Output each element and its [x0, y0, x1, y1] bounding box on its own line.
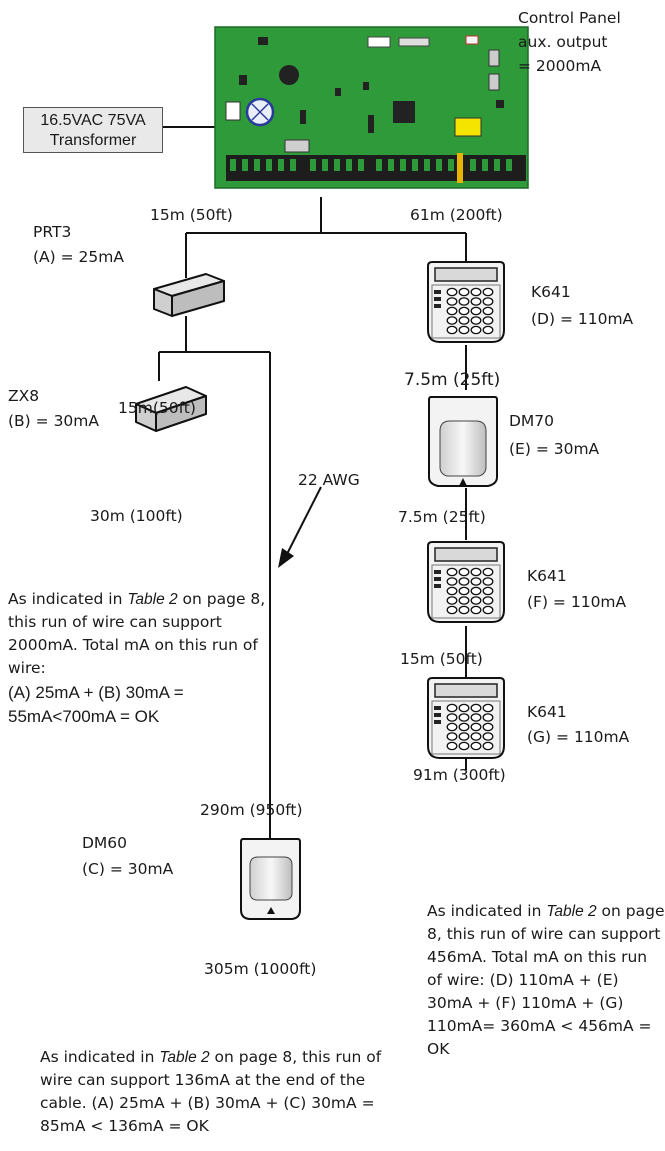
- note-left-bottom-post: on page 8, this run of wire can support …: [40, 1048, 382, 1135]
- note-left-mid-post: on page 8, this run of wire can support …: [8, 590, 266, 677]
- wire-label-dm70-k641: 7.5m (25ft): [398, 508, 486, 526]
- dm70-current: (E) = 30mA: [509, 440, 600, 458]
- dm70-name: DM70: [509, 412, 555, 430]
- wire-lines: [158, 126, 467, 838]
- note-left-mid: As indicated in Table 2 on page 8, this …: [8, 588, 278, 729]
- dm60-current: (C) = 30mA: [82, 860, 174, 878]
- dm60-detector: [240, 838, 301, 920]
- k641-f-name: K641: [527, 567, 567, 585]
- note-left-mid-table-ref: Table 2: [127, 591, 178, 608]
- transformer-box: 16.5VAC 75VA Transformer: [23, 107, 163, 153]
- zx8-module: [135, 386, 207, 432]
- note-left-bottom: As indicated in Table 2 on page 8, this …: [40, 1046, 385, 1138]
- prt3-module: [153, 273, 225, 317]
- wire-label-gauge: 22 AWG: [298, 471, 360, 489]
- k641-f-current: (F) = 110mA: [527, 593, 627, 611]
- control-panel-board: [214, 26, 529, 189]
- transformer-line1: 16.5VAC 75VA: [40, 112, 146, 129]
- wire-label-left-290: 290m (950ft): [200, 801, 303, 819]
- awg-arrow: [278, 486, 322, 568]
- wire-label-right-end: 91m (300ft): [413, 766, 506, 784]
- wire-label-left-30m: 30m (100ft): [90, 507, 183, 525]
- k641-keypad-f: [427, 541, 505, 623]
- note-left-mid-pre: As indicated in: [8, 590, 128, 608]
- note-left-bottom-pre: As indicated in: [40, 1048, 160, 1066]
- dm60-name: DM60: [82, 834, 128, 852]
- transformer-line2: Transformer: [49, 132, 137, 149]
- wire-label-zx8-run: 15m(50ft): [118, 399, 196, 417]
- prt3-current: (A) = 25mA: [33, 248, 124, 266]
- zx8-current: (B) = 30mA: [8, 412, 99, 430]
- note-right-bottom: As indicated in Table 2 on page 8, this …: [427, 900, 665, 1061]
- k641-keypad-g: [427, 677, 505, 759]
- wire-label-k641-k641: 15m (50ft): [400, 650, 483, 668]
- wire-label-panel-right: 61m (200ft): [410, 206, 503, 224]
- note-right-bottom-pre: As indicated in: [427, 902, 547, 920]
- zx8-name: ZX8: [8, 387, 40, 405]
- note-right-bottom-post: on page 8, this run of wire can support …: [427, 902, 665, 1058]
- wire-label-left-305: 305m (1000ft): [204, 960, 317, 978]
- k641-g-name: K641: [527, 703, 567, 721]
- dm70-detector: [428, 396, 498, 487]
- note-left-mid-calc: (A) 25mA + (B) 30mA = 55mA<700mA = OK: [8, 683, 184, 726]
- k641-d-name: K641: [531, 283, 571, 301]
- k641-keypad-d: [427, 261, 505, 343]
- wire-label-panel-left: 15m (50ft): [150, 206, 233, 224]
- k641-d-current: (D) = 110mA: [531, 310, 634, 328]
- control-panel-label: Control Panel aux. output = 2000mA: [518, 9, 621, 75]
- wire-label-k641-dm70: 7.5m (25ft): [404, 370, 501, 390]
- prt3-name: PRT3: [33, 223, 72, 241]
- k641-g-current: (G) = 110mA: [527, 728, 630, 746]
- note-right-bottom-table-ref: Table 2: [546, 903, 597, 920]
- note-left-bottom-table-ref: Table 2: [159, 1049, 210, 1066]
